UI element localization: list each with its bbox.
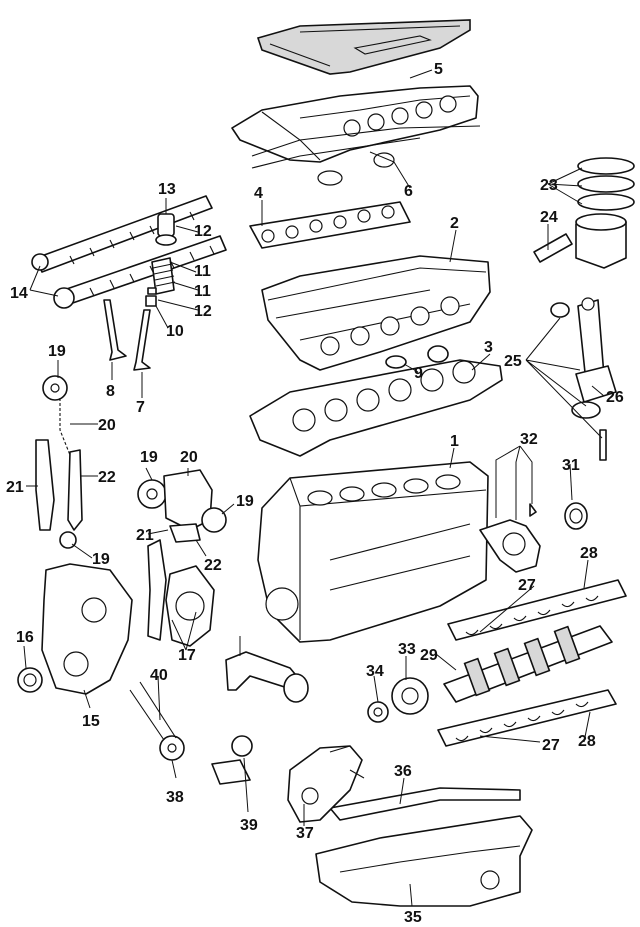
callout-14: 13 — [158, 181, 176, 198]
callout-13: 12 — [194, 223, 212, 240]
connecting-rod — [550, 297, 617, 461]
head-seals — [385, 345, 449, 369]
callout-22-vanos: 22 — [204, 557, 222, 574]
oil-pump-drive — [129, 681, 253, 785]
callout-22-left: 22 — [98, 469, 116, 486]
callout-4: 4 — [254, 185, 263, 202]
callout-17: 16 — [16, 629, 34, 646]
oil-pan-gasket — [329, 787, 521, 821]
callout-37: 38 — [166, 789, 184, 806]
callout-27-lower: 27 — [542, 737, 560, 754]
callout-15: 14 — [10, 285, 28, 302]
leader-lines — [23, 69, 605, 907]
valve-cover — [231, 85, 481, 186]
callout-24: 24 — [540, 209, 558, 226]
piston — [533, 213, 627, 269]
callout-19-right: 19 — [236, 493, 254, 510]
callout-21-vanos: 21 — [136, 527, 154, 544]
engine-block — [257, 461, 489, 643]
callout-labels: 5 6 4 2 3 9 1 23 24 25 26 32 31 28 27 29… — [6, 61, 624, 926]
callout-19-sprocket: 19 — [48, 343, 66, 360]
engine-cover — [256, 19, 471, 75]
callout-12-upper: 11 — [194, 263, 211, 280]
callout-33: 34 — [366, 663, 384, 680]
piston-rings — [577, 157, 635, 211]
callout-31: 32 — [520, 431, 538, 448]
front-crank-seal — [17, 667, 43, 693]
callout-28-lower: 28 — [578, 733, 596, 750]
callout-20-vanos: 20 — [180, 449, 198, 466]
vibration-damper — [367, 677, 429, 723]
timing-chain-assembly — [35, 375, 227, 549]
callout-28-upper: 28 — [580, 545, 598, 562]
callout-27-upper: 27 — [518, 577, 536, 594]
callout-20-chain: 20 — [98, 417, 116, 434]
callout-16: 15 — [82, 713, 100, 730]
callout-11: 11 — [194, 283, 211, 300]
callout-38: 39 — [240, 817, 258, 834]
callout-8: 8 — [106, 383, 115, 400]
callout-1: 1 — [450, 433, 459, 450]
oil-pan — [315, 815, 533, 907]
callout-12-lower: 12 — [194, 303, 212, 320]
callout-36: 37 — [296, 825, 314, 842]
callout-19-tensioner: 19 — [92, 551, 110, 568]
callout-29: 29 — [420, 647, 438, 664]
callout-25: 25 — [504, 353, 522, 370]
callout-35: 36 — [394, 763, 412, 780]
rear-main-seal-and-cover — [479, 502, 588, 573]
callout-26: 26 — [606, 389, 624, 406]
callout-21-left: 21 — [6, 479, 24, 496]
callout-39: 40 — [150, 667, 168, 684]
callout-18: 17 — [178, 647, 196, 664]
lower-bearing-row — [437, 689, 617, 747]
callout-19-vanos: 19 — [140, 449, 158, 466]
oil-pickup-tube — [225, 651, 309, 703]
timing-cover — [41, 563, 133, 695]
callout-5: 5 — [434, 61, 443, 78]
callout-10: 10 — [166, 323, 184, 340]
upper-bearing-row — [447, 579, 627, 641]
head-gasket — [249, 359, 503, 457]
callout-2: 2 — [450, 215, 459, 232]
callout-34: 35 — [404, 909, 422, 926]
oil-pump — [287, 745, 365, 823]
cylinder-head — [261, 255, 491, 371]
callout-32: 33 — [398, 641, 416, 658]
callout-3: 3 — [484, 339, 493, 356]
crankshaft — [443, 625, 613, 703]
valvetrain — [145, 213, 177, 307]
callout-23: 23 — [540, 177, 558, 194]
callout-9: 9 — [414, 365, 423, 382]
exhaust-manifold-gasket — [249, 201, 411, 249]
valves — [103, 299, 151, 371]
callout-7: 7 — [136, 399, 145, 416]
callout-6: 6 — [404, 183, 413, 200]
callout-30: 31 — [562, 457, 580, 474]
timing-cover-gaskets — [147, 539, 215, 647]
